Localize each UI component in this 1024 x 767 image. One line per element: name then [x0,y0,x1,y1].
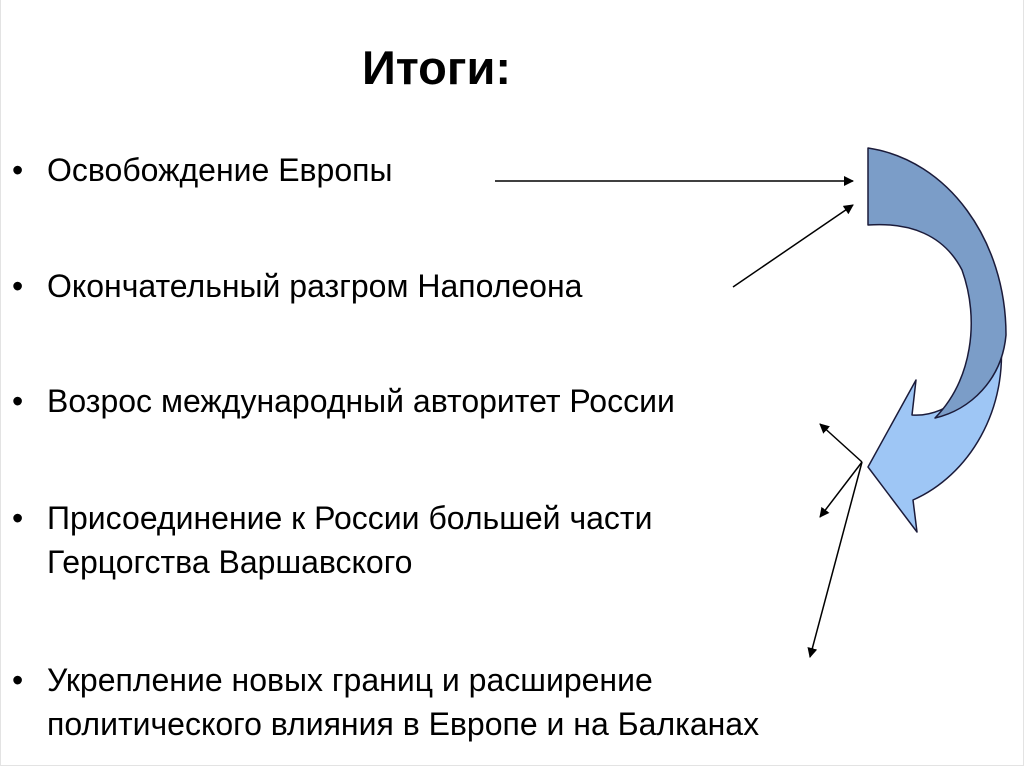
bullet-text-new-borders: Укрепление новых границ и расширение пол… [47,662,760,742]
bullet-text-duchy-of-warsaw: Присоединение к России большей части Гер… [47,500,653,580]
bullet-marker: • [12,662,24,698]
bullet-marker: • [12,268,24,304]
bullet-text-liberation-of-europe: Освобождение Европы [47,152,393,188]
bullet-text-russian-authority: Возрос международный авторитет России [47,383,675,419]
bullet-marker: • [12,383,24,419]
bullet-marker: • [12,500,24,536]
bullet-marker: • [12,152,24,188]
bullet-text-napoleon-defeat: Окончательный разгром Наполеона [47,268,583,304]
slide-title: Итоги: [362,41,512,94]
